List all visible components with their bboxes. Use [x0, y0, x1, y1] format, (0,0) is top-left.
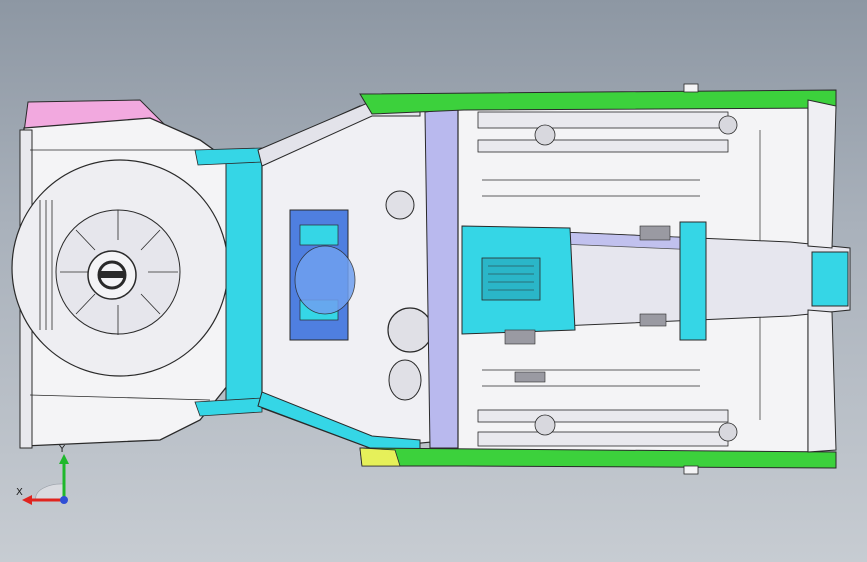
rear-floor-ribs	[29, 149, 211, 401]
tunnel-brace[interactable]	[679, 221, 707, 341]
z-axis-dot	[60, 496, 68, 504]
sill-clips	[683, 83, 699, 475]
triad-base-icon	[35, 483, 65, 501]
rear-crossmember[interactable]	[225, 149, 263, 411]
right-side-sill[interactable]	[359, 447, 837, 469]
crossmember-ribs	[488, 265, 534, 291]
axis-y-label: Y	[59, 444, 66, 455]
floor-hole-upper	[385, 190, 415, 220]
front-dash-edge[interactable]	[807, 99, 837, 453]
wheel-well-ribs	[60, 210, 178, 335]
seat-crossmember[interactable]	[424, 107, 461, 449]
left-side-sill[interactable]	[359, 89, 837, 115]
small-brackets	[504, 225, 671, 383]
axis-x-label: X	[16, 487, 23, 498]
front-floor-bolts	[534, 115, 738, 442]
floor-hole-lower	[387, 307, 433, 353]
sill-yellow-end	[359, 447, 401, 467]
coordinate-triad: X Y	[10, 440, 80, 510]
spare-wheel-logo-icon	[87, 250, 137, 300]
seat-rails	[477, 111, 729, 447]
front-tunnel-bracket[interactable]	[811, 251, 849, 307]
